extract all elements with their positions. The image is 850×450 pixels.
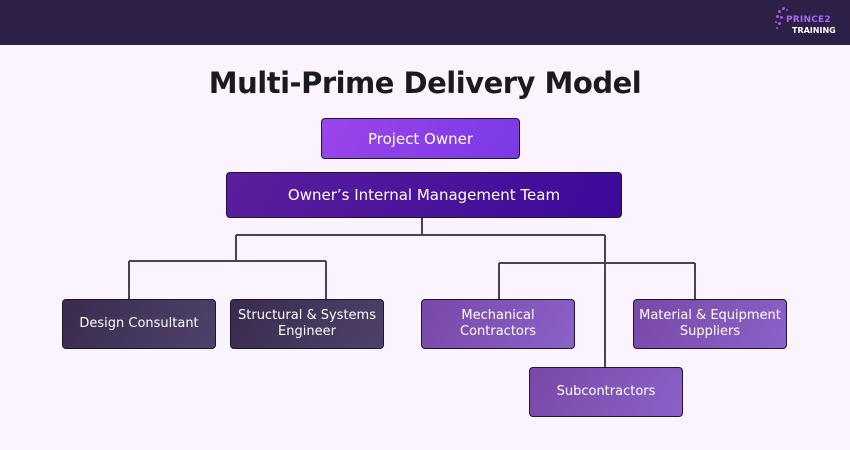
node-label: Structural & Systems Engineer <box>238 308 376 339</box>
prince2-training-logo[interactable]: PRINCE2 TRAINING <box>774 6 844 38</box>
logo-text-prince2: PRINCE2 <box>786 15 831 25</box>
node-project-owner: Project Owner <box>321 118 520 159</box>
diagram-title: Multi-Prime Delivery Model <box>208 66 642 100</box>
node-label: Owner’s Internal Management Team <box>287 186 561 204</box>
node-label: Subcontractors <box>556 384 656 399</box>
node-label: Design Consultant <box>79 316 199 331</box>
node-internal-management-team: Owner’s Internal Management Team <box>226 172 622 218</box>
node-label: Material & Equipment Suppliers <box>639 308 781 339</box>
logo-text-training: TRAINING <box>792 26 836 35</box>
node-design-consultant: Design Consultant <box>62 299 216 349</box>
node-label: Mechanical Contractors <box>460 308 536 339</box>
node-label: Project Owner <box>367 129 474 148</box>
node-material-equipment-suppliers: Material & Equipment Suppliers <box>633 299 787 349</box>
top-bar: PRINCE2 TRAINING <box>0 0 850 45</box>
node-structural-systems-engineer: Structural & Systems Engineer <box>230 299 384 349</box>
node-subcontractors: Subcontractors <box>529 367 683 417</box>
dotted-arc-logo-icon <box>774 6 794 38</box>
node-mechanical-contractors: Mechanical Contractors <box>421 299 575 349</box>
